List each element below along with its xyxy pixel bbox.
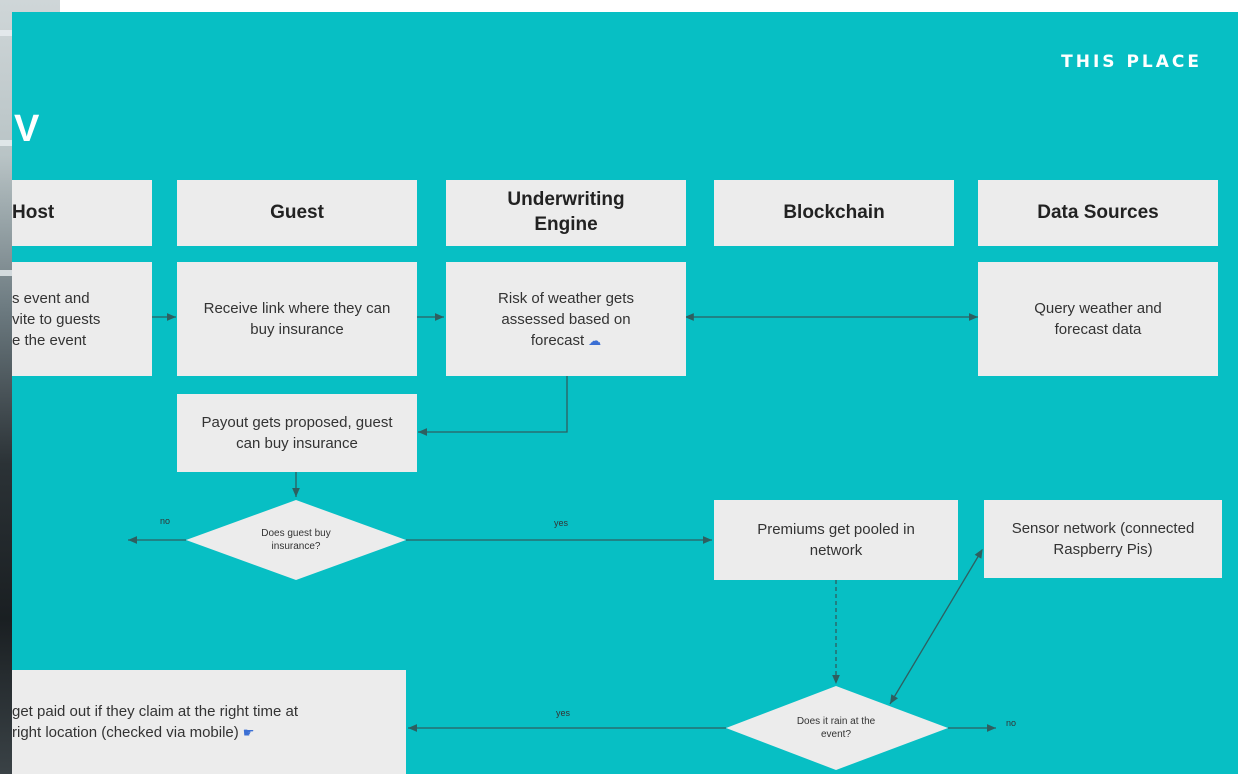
step-query-weather-label: Query weather and forecast data: [1034, 300, 1162, 338]
step-payout: Payout gets proposed, guest can buy insu…: [177, 394, 417, 472]
step-guest-link: Receive link where they can buy insuranc…: [177, 262, 417, 376]
step-sensor: Sensor network (connected Raspberry Pis): [984, 500, 1222, 578]
step-host-event: s event and vite to guests e the event: [12, 262, 152, 376]
lane-data-sources: Data Sources: [978, 180, 1218, 246]
decision-buy: Does guest buy insurance?: [246, 506, 346, 574]
lane-data-sources-label: Data Sources: [1037, 201, 1159, 223]
lane-host-label: Host: [12, 201, 55, 223]
edge-buy-yes: yes: [554, 518, 569, 528]
pointing-hand-icon: ☛: [242, 725, 255, 740]
cloud-icon: ☁: [588, 332, 602, 348]
step-guest-link-label: Receive link where they can buy insuranc…: [203, 300, 391, 338]
step-host-event-label: s event and vite to guests e the event: [12, 289, 101, 349]
step-paid-out: get paid out if they claim at the right …: [12, 670, 406, 774]
step-paid-out-label: get paid out if they claim at the right …: [12, 703, 298, 741]
decision-buy-label: Does guest buy insurance?: [261, 527, 331, 553]
step-risk-text: Risk of weather gets assessed based on f…: [482, 288, 650, 351]
decision-rain-diamond: [726, 686, 948, 770]
step-query-weather: Query weather and forecast data: [978, 262, 1218, 376]
slide: THIS PLACE V: [12, 12, 1238, 774]
lane-blockchain-label: Blockchain: [783, 201, 885, 223]
step-pooled-label: Premiums get pooled in network: [757, 521, 915, 559]
slide-title: V: [14, 108, 40, 150]
lane-host: Host: [12, 180, 152, 246]
edge-rain-no: no: [1006, 718, 1017, 728]
connectors: [128, 313, 996, 770]
lane-underwriting: Underwriting Engine: [446, 180, 686, 246]
brand-logo: THIS PLACE: [1061, 52, 1202, 72]
lane-guest: Guest: [177, 180, 417, 246]
step-paid-out-text: get paid out if they claim at the right …: [12, 701, 298, 743]
step-risk: Risk of weather gets assessed based on f…: [446, 262, 686, 376]
lane-guest-label: Guest: [270, 201, 324, 223]
step-sensor-label: Sensor network (connected Raspberry Pis): [1011, 520, 1195, 558]
edge-buy-no: no: [160, 516, 171, 526]
step-risk-label: Risk of weather gets assessed based on f…: [498, 289, 634, 349]
step-pooled: Premiums get pooled in network: [714, 500, 958, 580]
lane-blockchain: Blockchain: [714, 180, 954, 246]
edge-rain-yes: yes: [556, 708, 571, 718]
step-payout-label: Payout gets proposed, guest can buy insu…: [201, 414, 393, 452]
decision-rain: Does it rain at the event?: [788, 696, 884, 760]
lane-underwriting-label: Underwriting Engine: [507, 189, 625, 235]
decision-buy-diamond: [186, 500, 406, 580]
decision-rain-label: Does it rain at the event?: [796, 715, 876, 741]
